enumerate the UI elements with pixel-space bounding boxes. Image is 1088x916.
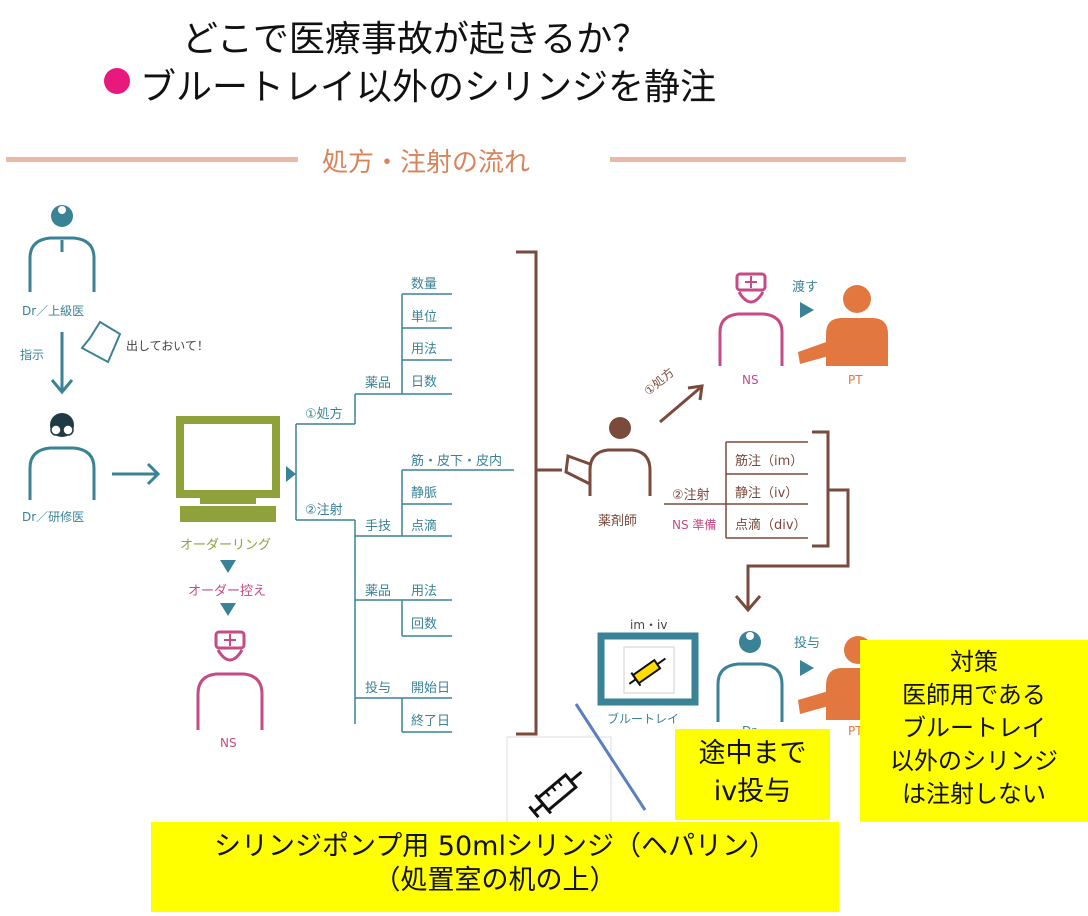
- ns-right-label: NS: [742, 373, 759, 387]
- ns-left-label: NS: [220, 736, 237, 750]
- measure-text-3: ブルートレイ: [902, 714, 1046, 742]
- injection-tree-lines: [664, 441, 808, 539]
- arrow-right-icon: [112, 462, 161, 486]
- blue-tray-label: ブルートレイ: [607, 712, 680, 726]
- tree-drip: 点滴: [411, 519, 438, 534]
- patient-icon-1: [798, 285, 888, 366]
- nurse-left-icon: [196, 630, 264, 730]
- tree-times: 回数: [411, 617, 438, 632]
- admin-2-label: 投与: [794, 636, 821, 651]
- tree-im-sc-ic: 筋・皮下・皮内: [411, 454, 503, 469]
- midway-text-1: 途中まで: [698, 738, 807, 769]
- measure-text-1: 対策: [950, 648, 998, 676]
- doctor-resident-icon: [28, 413, 96, 500]
- tree-admin: 投与: [365, 681, 392, 696]
- dr-resident-label: Dr／研修医: [22, 510, 85, 524]
- div-box-label: 点滴（div）: [735, 518, 807, 533]
- instruct-label: 指示: [20, 348, 45, 362]
- section-divider-right: [610, 157, 906, 162]
- pt-label-2: PT: [848, 724, 863, 738]
- blue-tray-icon: [597, 632, 699, 706]
- iv-box-label: 静注（iv）: [735, 486, 799, 501]
- section-title: 処方・注射の流れ: [322, 148, 531, 178]
- ordering-label: オーダーリング: [180, 538, 272, 553]
- tree-injection: ②注射: [305, 503, 343, 518]
- im-box-label: 筋注（im）: [735, 454, 804, 469]
- tree-usage: 用法: [411, 342, 438, 357]
- ns-prep-label: NS 準備: [672, 518, 717, 532]
- tree-quantity: 数量: [411, 277, 438, 292]
- midway-text-2: iv投与: [713, 776, 792, 807]
- tree-drug-1: 薬品: [365, 376, 392, 391]
- nurse-right-icon: [718, 272, 784, 366]
- syringe-place-text: （処置室の机の上）: [373, 865, 617, 896]
- arrow-down-icon: [50, 332, 74, 395]
- dr-senior-label: Dr／上級医: [22, 304, 85, 318]
- title-line-2: ブルートレイ以外のシリンジを静注: [140, 67, 717, 108]
- pharmacist-label: 薬剤師: [598, 514, 638, 529]
- section-divider-left: [6, 157, 298, 162]
- syringe-pump-text: シリンジポンプ用 50mlシリンジ（ヘパリン）: [214, 831, 776, 862]
- countermeasure-callout: 対策 医師用である ブルートレイ 以外のシリンジ は注射しない: [860, 640, 1088, 822]
- computer-icon: [176, 416, 280, 522]
- doctor-right-icon: [716, 631, 784, 722]
- measure-text-2: 医師用である: [902, 681, 1046, 709]
- title-line-1: どこで医療事故が起きるか？: [182, 19, 649, 60]
- tree-unit: 単位: [411, 310, 438, 325]
- tree-iv: 静脈: [411, 486, 438, 501]
- order-tree-lines: [295, 293, 514, 733]
- tree-days: 日数: [411, 375, 438, 390]
- measure-text-5: は注射しない: [902, 780, 1046, 808]
- syringe-pump-callout: シリンジポンプ用 50mlシリンジ（ヘパリン） （処置室の机の上）: [151, 822, 839, 912]
- tree-start: 開始日: [411, 681, 451, 696]
- connector-line: [574, 703, 647, 811]
- syringe-pump-image: [506, 736, 612, 824]
- measure-text-4: 以外のシリンジ: [890, 747, 1058, 775]
- im-iv-label: im・iv: [630, 618, 668, 632]
- bracket-right: [734, 430, 850, 613]
- rx-arrow-icon: [659, 384, 704, 424]
- pharmacist-icon: [564, 417, 652, 496]
- order-copy-label: オーダー控え: [188, 584, 267, 599]
- injection-2-label: ②注射: [672, 488, 710, 503]
- tree-usage-2: 用法: [411, 584, 438, 599]
- paper-note-icon: [80, 320, 122, 364]
- tree-drug-2: 薬品: [365, 584, 392, 599]
- tree-end: 終了日: [411, 714, 451, 729]
- midway-callout: 途中まで iv投与: [675, 729, 830, 820]
- doctor-senior-icon: [28, 205, 96, 292]
- tree-technique: 手技: [365, 519, 392, 534]
- pt-label-1: PT: [848, 373, 863, 387]
- bullet-icon: [104, 68, 130, 94]
- note-label: 出しておいて！: [126, 339, 209, 353]
- hand-over-label: 渡す: [792, 280, 819, 295]
- bracket-main: [516, 250, 562, 736]
- tree-prescription: ①処方: [305, 407, 343, 422]
